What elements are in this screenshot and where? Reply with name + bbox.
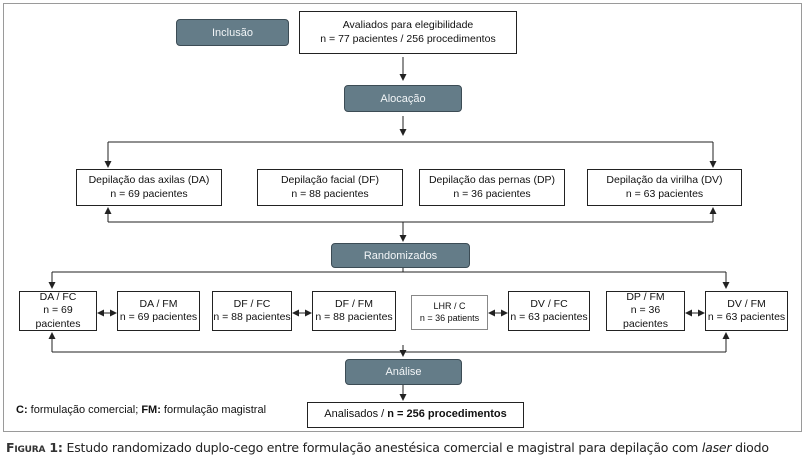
legend-c-key: C: bbox=[16, 404, 28, 416]
abbreviation-legend: C: formulação comercial; FM: formulação … bbox=[16, 404, 266, 416]
allocation-box-axillae: Depilação das axilas (DA) n = 69 pacient… bbox=[76, 169, 222, 206]
random-box-df-fc: DF / FC n = 88 pacientes bbox=[212, 291, 292, 331]
allocation-box-facial: Depilação facial (DF) n = 88 pacientes bbox=[257, 169, 403, 206]
random-box-lhr-c: LHR / C n = 36 patients bbox=[411, 295, 488, 330]
random-group-label: DV / FM bbox=[727, 297, 766, 310]
random-box-da-fc: DA / FC n = 69 pacientes bbox=[19, 291, 97, 331]
eligibility-count: n = 77 pacientes / 256 procedimentos bbox=[320, 32, 496, 45]
caption-italic: laser bbox=[701, 440, 732, 455]
random-group-count: n = 63 pacientes bbox=[707, 311, 786, 323]
analyzed-count: n = 256 procedimentos bbox=[387, 408, 507, 421]
figure-frame bbox=[3, 3, 802, 432]
allocation-count: n = 36 pacientes bbox=[453, 187, 531, 200]
allocation-count: n = 88 pacientes bbox=[291, 187, 369, 200]
allocation-box-legs: Depilação das pernas (DP) n = 36 pacient… bbox=[419, 169, 565, 206]
random-group-count: n = 36 patients bbox=[419, 312, 480, 323]
random-group-count: n = 88 pacientes bbox=[213, 311, 291, 323]
eligibility-label: Avaliados para elegibilidade bbox=[342, 19, 474, 32]
random-box-dv-fm: DV / FM n = 63 pacientes bbox=[705, 291, 788, 331]
stage-randomized: Randomizados bbox=[331, 243, 470, 268]
allocation-count: n = 69 pacientes bbox=[110, 187, 188, 200]
random-box-da-fm: DA / FM n = 69 pacientes bbox=[117, 291, 200, 331]
random-group-count: n = 36 pacientes bbox=[623, 304, 668, 330]
random-group-count: n = 69 pacientes bbox=[119, 311, 198, 323]
random-box-dv-fc: DV / FC n = 63 pacientes bbox=[508, 291, 590, 331]
random-group-label: DV / FC bbox=[530, 297, 568, 310]
stage-analysis: Análise bbox=[345, 359, 462, 385]
caption-label: Figura 1: bbox=[6, 440, 63, 455]
allocation-label: Depilação das pernas (DP) bbox=[428, 174, 556, 187]
allocation-box-groin: Depilação da virilha (DV) n = 63 pacient… bbox=[587, 169, 742, 206]
random-group-count: n = 63 pacientes bbox=[510, 311, 588, 323]
legend-c-text: formulação comercial; bbox=[27, 404, 142, 416]
legend-fm-key: FM: bbox=[141, 404, 161, 416]
random-group-count: n = 88 pacientes bbox=[315, 311, 393, 323]
random-group-label: LHR / C bbox=[433, 301, 466, 312]
random-group-label: DA / FM bbox=[139, 297, 178, 310]
figure-caption: Figura 1: Estudo randomizado duplo-cego … bbox=[6, 440, 769, 455]
random-group-label: DP / FM bbox=[626, 291, 665, 304]
random-box-df-fm: DF / FM n = 88 pacientes bbox=[312, 291, 396, 331]
random-group-label: DA / FC bbox=[39, 291, 77, 304]
analyzed-prefix: Analisados / bbox=[324, 408, 388, 421]
random-group-count: n = 69 pacientes bbox=[35, 304, 81, 330]
allocation-label: Depilação das axilas (DA) bbox=[88, 174, 210, 187]
eligibility-box: Avaliados para elegibilidade n = 77 paci… bbox=[299, 11, 517, 54]
analyzed-box: Analisados / n = 256 procedimentos bbox=[307, 402, 524, 428]
caption-text-end: diodo bbox=[731, 440, 769, 455]
caption-text: Estudo randomizado duplo-cego entre form… bbox=[62, 440, 702, 455]
legend-fm-text: formulação magistral bbox=[160, 404, 267, 416]
random-group-label: DF / FC bbox=[233, 297, 271, 310]
random-box-dp-fm: DP / FM n = 36 pacientes bbox=[606, 291, 685, 331]
random-group-label: DF / FM bbox=[335, 297, 373, 310]
allocation-count: n = 63 pacientes bbox=[625, 187, 704, 200]
stage-allocation: Alocação bbox=[344, 85, 462, 112]
allocation-label: Depilação facial (DF) bbox=[280, 174, 380, 187]
allocation-label: Depilação da virilha (DV) bbox=[606, 174, 723, 187]
stage-inclusion: Inclusão bbox=[176, 19, 289, 46]
